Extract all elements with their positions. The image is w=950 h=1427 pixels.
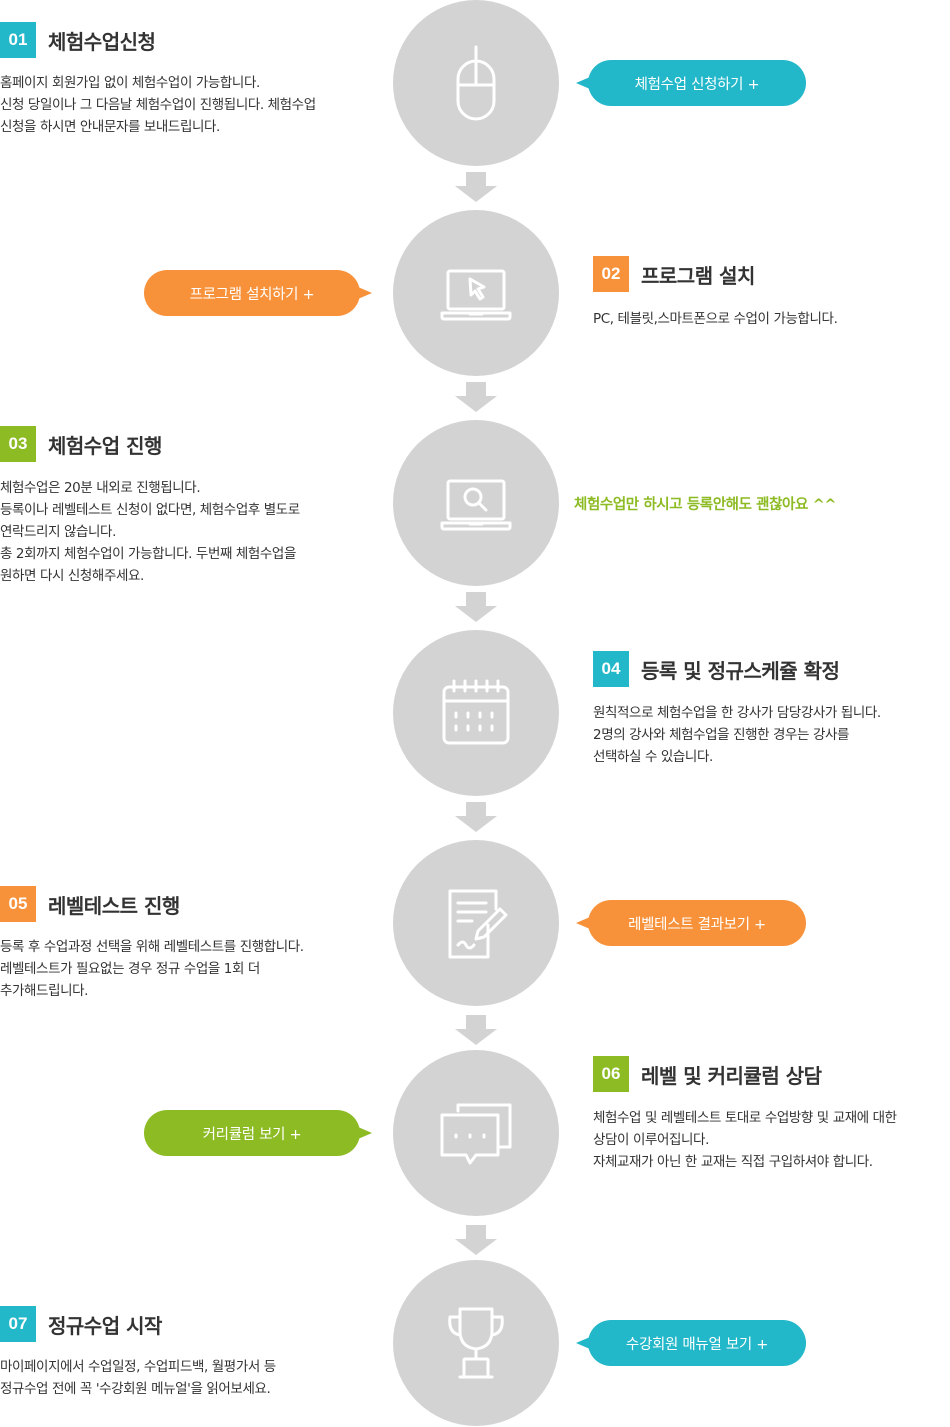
step-06-header: 06 레벨 및 커리큘럼 상담	[593, 1056, 822, 1092]
step-04-header: 04 등록 및 정규스케쥴 확정	[593, 651, 840, 687]
reassurance-note: 체험수업만 하시고 등록안해도 괜찮아요 ^^	[574, 497, 837, 513]
step-description: 체험수업 및 레벨테스트 토대로 수업방향 및 교재에 대한 상담이 이루어집니…	[593, 1110, 897, 1170]
step-01-header: 01 체험수업신청	[0, 22, 156, 58]
program-install-button[interactable]: 프로그램 설치하기 +	[144, 270, 372, 316]
step-04-circle	[393, 630, 559, 796]
level-test-result-button[interactable]: 레벨테스트 결과보기 +	[576, 900, 806, 946]
step-description: 등록 후 수업과정 선택을 위해 레벨테스트를 진행합니다. 레벨테스트가 필요…	[0, 939, 304, 999]
mouse-icon	[456, 45, 496, 121]
chat-bubbles-icon	[440, 1103, 512, 1165]
calendar-icon	[442, 679, 510, 745]
step-number-badge: 02	[593, 256, 629, 292]
down-arrow-icon	[455, 802, 497, 832]
trophy-icon	[448, 1307, 504, 1379]
step-01-circle	[393, 0, 559, 166]
step-number-badge: 05	[0, 886, 36, 922]
trial-apply-button[interactable]: 체험수업 신청하기 +	[576, 60, 806, 106]
step-title: 등록 및 정규스케쥴 확정	[641, 658, 840, 683]
member-manual-button[interactable]: 수강회원 매뉴얼 보기 +	[576, 1320, 806, 1366]
step-number-badge: 03	[0, 426, 36, 462]
step-number-badge: 06	[593, 1056, 629, 1092]
step-description: 체험수업은 20분 내외로 진행됩니다. 등록이나 레벨테스트 신청이 없다면,…	[0, 480, 300, 584]
laptop-search-icon	[440, 479, 512, 531]
step-title: 정규수업 시작	[48, 1313, 162, 1338]
step-05-circle	[393, 840, 559, 1006]
step-03-circle	[393, 420, 559, 586]
down-arrow-icon	[455, 592, 497, 622]
step-07-header: 07 정규수업 시작	[0, 1306, 162, 1342]
step-title: 레벨테스트 진행	[48, 893, 180, 918]
document-pen-icon	[448, 889, 508, 959]
step-title: 체험수업신청	[48, 29, 156, 54]
step-number-badge: 04	[593, 651, 629, 687]
step-05-header: 05 레벨테스트 진행	[0, 886, 180, 922]
step-title: 레벨 및 커리큘럼 상담	[641, 1063, 822, 1088]
step-description: 마이페이지에서 수업일정, 수업피드백, 월평가서 등 정규수업 전에 꼭 '수…	[0, 1359, 276, 1397]
step-number-badge: 07	[0, 1306, 36, 1342]
step-description: PC, 테블릿,스마트폰으로 수업이 가능합니다.	[593, 311, 838, 327]
step-number-badge: 01	[0, 22, 36, 58]
down-arrow-icon	[455, 382, 497, 412]
step-06-circle	[393, 1050, 559, 1216]
down-arrow-icon	[455, 1225, 497, 1255]
step-description: 홈페이지 회원가입 없이 체험수업이 가능합니다. 신청 당일이나 그 다음날 …	[0, 75, 316, 135]
step-title: 체험수업 진행	[48, 433, 162, 458]
step-02-header: 02 프로그램 설치	[593, 256, 755, 292]
step-title: 프로그램 설치	[641, 263, 755, 288]
curriculum-view-button[interactable]: 커리큘럼 보기 +	[144, 1110, 372, 1156]
step-03-header: 03 체험수업 진행	[0, 426, 162, 462]
step-02-circle	[393, 210, 559, 376]
step-description: 원칙적으로 체험수업을 한 강사가 담당강사가 됩니다. 2명의 강사와 체험수…	[593, 705, 881, 765]
step-07-circle	[393, 1260, 559, 1426]
down-arrow-icon	[455, 1015, 497, 1045]
down-arrow-icon	[455, 172, 497, 202]
laptop-cursor-icon	[440, 269, 512, 321]
